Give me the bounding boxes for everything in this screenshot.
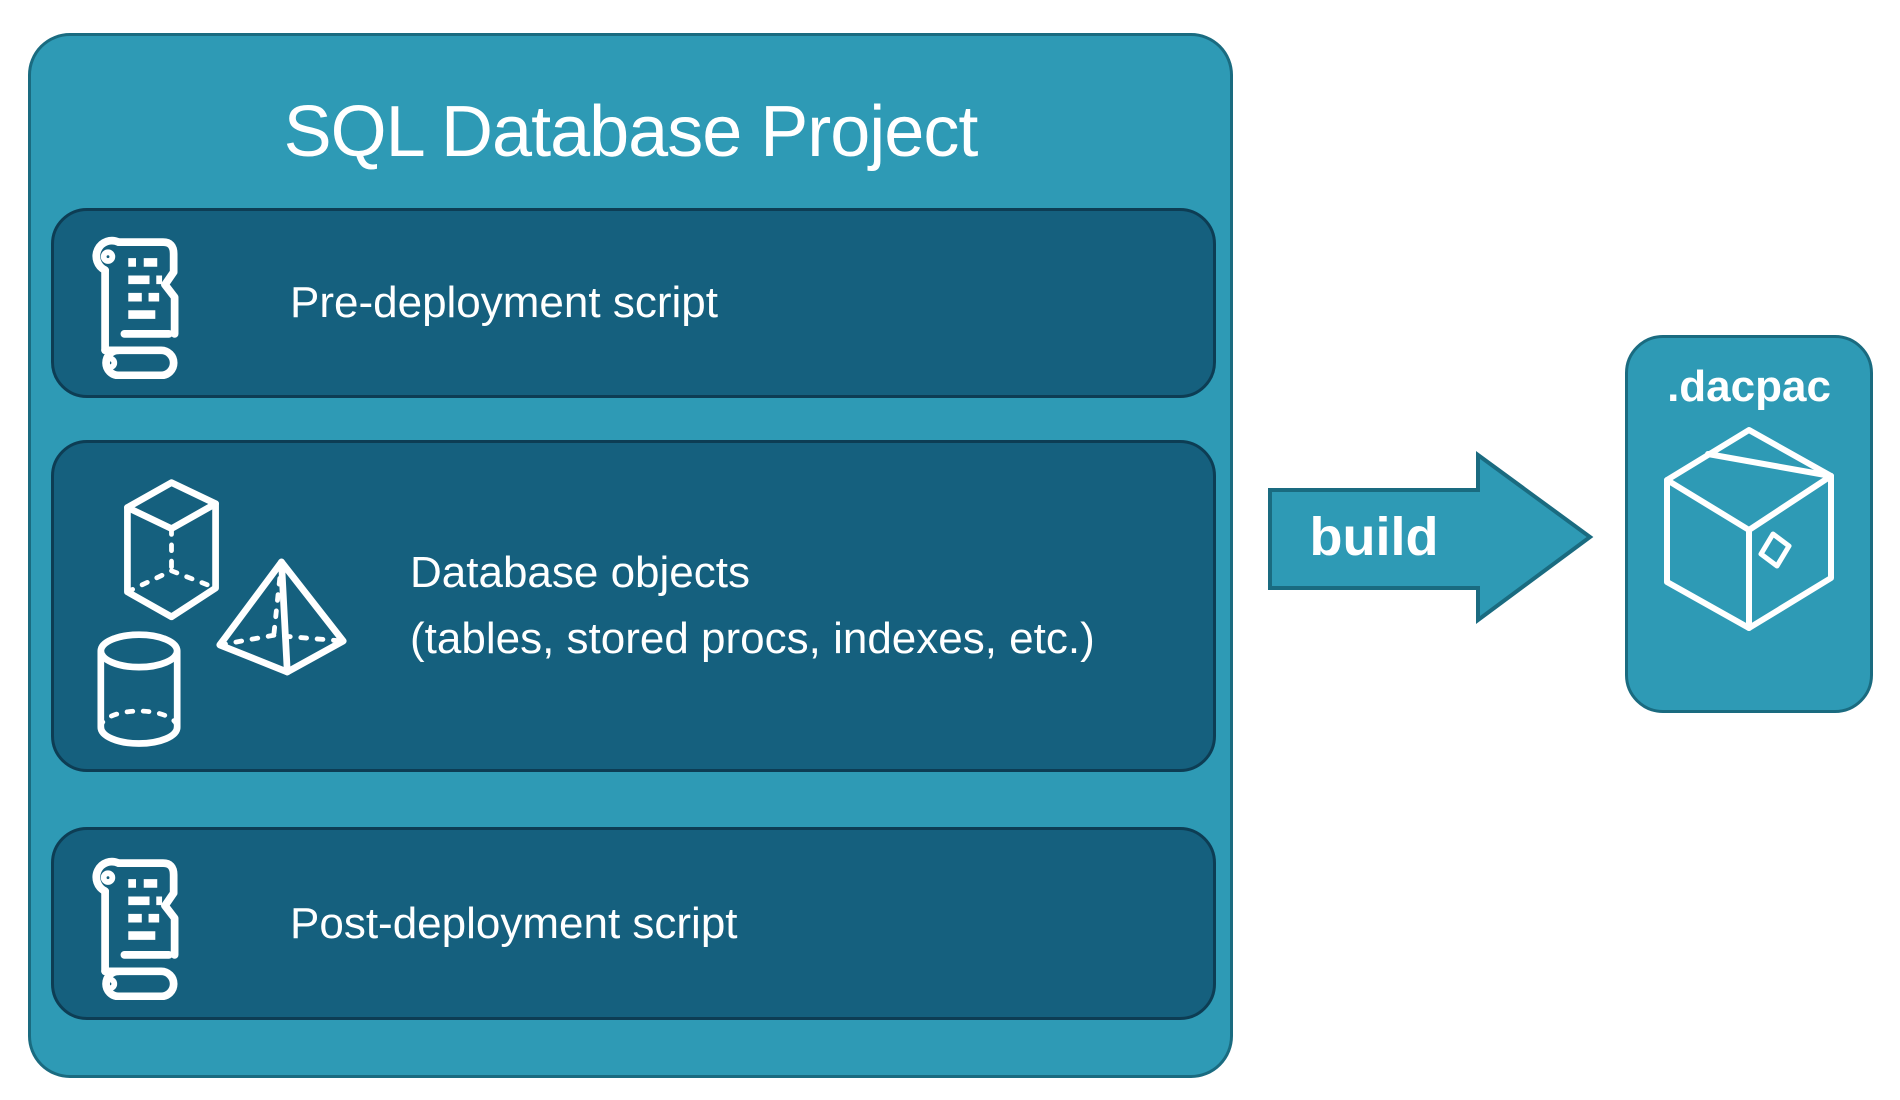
- database-objects-line1: Database objects: [410, 548, 750, 597]
- post-deployment-label: Post-deployment script: [290, 898, 738, 948]
- dacpac-label: .dacpac: [1667, 362, 1831, 411]
- build-label: build: [1309, 507, 1439, 567]
- pyramid-icon: [214, 556, 349, 677]
- project-title: SQL Database Project: [283, 92, 979, 172]
- package-icon: [1661, 426, 1837, 632]
- pre-deployment-label: Pre-deployment script: [290, 278, 718, 327]
- cube-icon: [114, 473, 229, 636]
- database-objects-line2: (tables, stored procs, indexes, etc.): [410, 614, 1095, 663]
- pre-deployment-box: Pre-deployment script: [51, 208, 1216, 398]
- dacpac-box: .dacpac: [1625, 335, 1873, 713]
- scroll-icon: [80, 227, 192, 380]
- database-objects-box: Database objects (tables, stored procs, …: [51, 440, 1216, 772]
- post-deployment-box: Post-deployment script: [51, 827, 1216, 1020]
- build-arrow: build: [1265, 450, 1595, 625]
- cylinder-icon: [89, 628, 189, 754]
- scroll-icon: [80, 848, 192, 1000]
- database-objects-label: Database objects (tables, stored procs, …: [410, 540, 1095, 672]
- sql-database-project-container: SQL Database Project: [28, 33, 1233, 1078]
- right-arrow-icon: [1268, 451, 1594, 624]
